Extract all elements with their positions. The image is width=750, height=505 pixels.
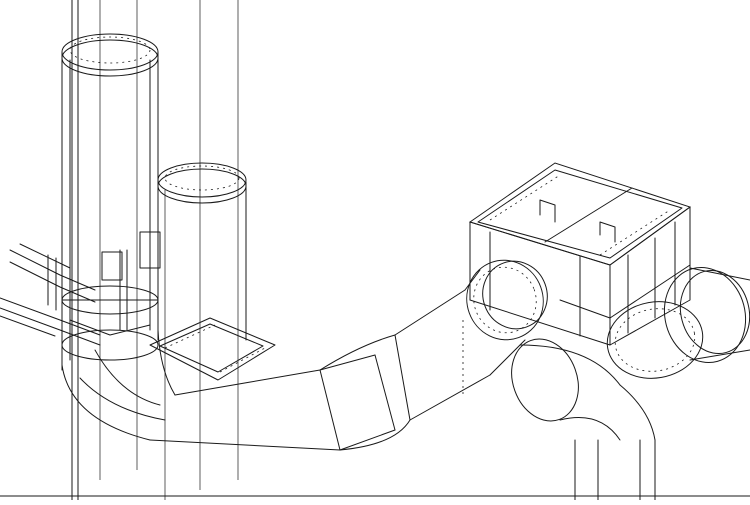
bottom-flange-elbow [511,301,704,501]
tall-vertical-stack [61,0,159,501]
equipment-box [468,162,692,346]
horizontal-duct-run [149,289,491,451]
right-nozzle [663,266,750,364]
second-vertical-stack [157,0,247,500]
duct-elbow-lower-left [61,329,176,441]
duct-transition [464,259,548,376]
structural-beams [0,231,161,346]
floor-platform [149,317,276,381]
